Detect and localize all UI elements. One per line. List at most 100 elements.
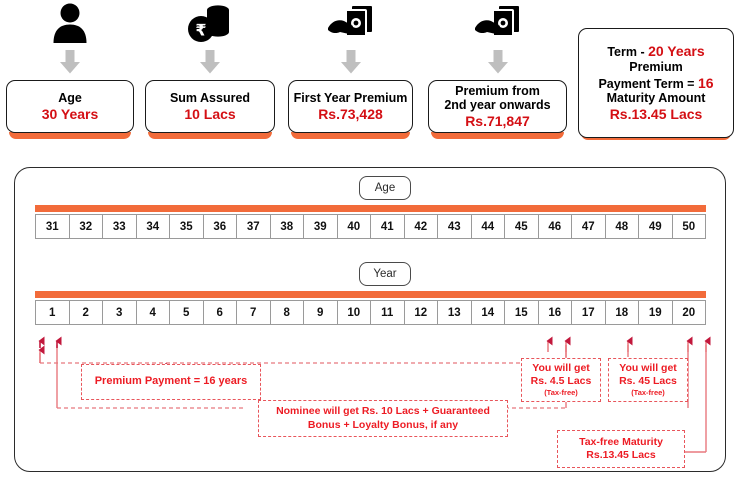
callout-premium-payment: Premium Payment = 16 years — [81, 364, 261, 400]
down-arrow-icon — [197, 49, 223, 75]
age-axis-bar — [35, 205, 706, 212]
card-accent-bar — [148, 132, 272, 139]
card-line-value: 10 Lacs — [184, 105, 236, 122]
age-cell: 42 — [405, 215, 438, 238]
year-cell: 18 — [606, 301, 639, 324]
age-cell: 37 — [237, 215, 271, 238]
card-line-value: Rs.71,847 — [465, 113, 530, 129]
callout-line: Premium Payment = 16 years — [94, 375, 248, 388]
year-cell: 20 — [682, 306, 696, 319]
callout-note: (Tax-free) — [544, 388, 578, 398]
age-cell: 41 — [371, 215, 405, 238]
age-cell: 34 — [137, 215, 170, 238]
year-cell: 4 — [137, 301, 170, 324]
callout-note: (Tax-free) — [631, 388, 665, 398]
year-axis-bar — [35, 291, 706, 298]
card-body-term-maturity: Term - 20 Years Premium Payment Term = 1… — [578, 28, 734, 138]
card-accent-bar — [431, 132, 564, 139]
card-accent-bar — [291, 132, 410, 139]
callout-line: You will get — [619, 362, 677, 375]
callout-line: Bonus + Loyalty Bonus, if any — [307, 418, 459, 431]
callout-line: Nominee will get Rs. 10 Lacs + Guarantee… — [276, 405, 490, 418]
card-line-term-label: Term - — [607, 45, 649, 60]
card-line-ppt-value: 16 — [697, 74, 714, 91]
year-cell: 10 — [338, 301, 371, 324]
hand-cash-icon — [326, 0, 376, 46]
year-cell: 5 — [170, 301, 204, 324]
age-cell: 35 — [170, 215, 204, 238]
year-cell: 12 — [405, 301, 438, 324]
year-cell: 17 — [572, 301, 606, 324]
year-cell: 15 — [505, 301, 539, 324]
age-cell: 46 — [539, 215, 572, 238]
card-line: Age — [58, 90, 82, 105]
card-line-term: Term - 20 Years — [607, 43, 704, 60]
callout-line: Rs. 4.5 Lacs — [530, 375, 592, 388]
card-line: First Year Premium — [293, 90, 408, 105]
age-cell: 31 — [36, 215, 70, 238]
card-body-first-year-premium: First Year Premium Rs.73,428 — [288, 80, 413, 133]
year-cell: 3 — [103, 301, 137, 324]
age-cell: 38 — [271, 215, 304, 238]
age-cell: 45 — [505, 215, 539, 238]
card-line: Sum Assured — [169, 90, 251, 105]
year-cell: 16 — [539, 301, 572, 324]
card-line-ppt-label: Payment Term = — [598, 76, 698, 91]
card-body-age: Age 30 Years — [6, 80, 134, 133]
age-cell: 39 — [304, 215, 338, 238]
card-body-premium-2nd-year: Premium from 2nd year onwards Rs.71,847 — [428, 80, 567, 133]
age-cell: 44 — [472, 215, 505, 238]
callout-line: You will get — [532, 362, 590, 375]
age-cell: 49 — [639, 215, 673, 238]
card-line-term-value: 20 Years — [648, 43, 705, 60]
age-cell: 33 — [103, 215, 137, 238]
card-line: Premium from — [455, 83, 540, 98]
svg-text:₹: ₹ — [195, 21, 206, 40]
person-icon — [50, 0, 90, 46]
card-accent-bar — [9, 132, 131, 139]
card-body-sum-assured: Sum Assured 10 Lacs — [145, 80, 275, 133]
summary-card-premium-2nd-year: Premium from 2nd year onwards Rs.71,847 — [428, 0, 567, 139]
age-cell: 36 — [204, 215, 237, 238]
year-cell: 2 — [70, 301, 103, 324]
age-cell: 50 — [682, 220, 696, 233]
age-cell: 48 — [606, 215, 639, 238]
age-axis-label-text: Age — [374, 182, 396, 194]
callout-line: Rs.13.45 Lacs — [586, 449, 656, 461]
card-line-value: 30 Years — [41, 105, 99, 122]
callout-nominee: Nominee will get Rs. 10 Lacs + Guarantee… — [258, 400, 508, 437]
age-cell: 40 — [338, 215, 371, 238]
age-cell: 43 — [438, 215, 472, 238]
callout-payout-year16: You will get Rs. 4.5 Lacs (Tax-free) — [521, 358, 601, 402]
card-line: Premium — [629, 59, 683, 74]
year-cell: 9 — [304, 301, 338, 324]
summary-card-row: Age 30 Years ₹ — [0, 0, 740, 152]
card-line: 2nd year onwards — [444, 98, 551, 113]
card-line-value: Rs.73,428 — [318, 105, 383, 122]
year-cell: 7 — [237, 301, 271, 324]
callout-line: Tax-free Maturity — [579, 435, 663, 448]
summary-card-first-year-premium: First Year Premium Rs.73,428 — [288, 0, 413, 139]
callout-line: Rs. 45 Lacs — [619, 375, 677, 388]
down-arrow-icon — [57, 49, 83, 75]
year-cell: 19 — [639, 301, 673, 324]
year-cell: 1 — [36, 301, 70, 324]
callout-maturity: Tax-free Maturity Rs.13.45 Lacs — [557, 430, 685, 468]
year-cell: 13 — [438, 301, 472, 324]
summary-card-term-maturity: Term - 20 Years Premium Payment Term = 1… — [578, 0, 734, 140]
year-axis-label: Year — [359, 262, 411, 286]
hand-cash-icon — [473, 0, 523, 46]
summary-card-sum-assured: ₹ Sum Assured 10 Lacs — [145, 0, 275, 139]
card-line: Maturity Amount — [606, 91, 706, 106]
age-cell: 47 — [572, 215, 606, 238]
down-arrow-icon — [485, 49, 511, 75]
year-cell: 11 — [371, 301, 405, 324]
card-line-ppt: Payment Term = 16 — [598, 75, 713, 92]
year-axis-label-text: Year — [373, 268, 397, 280]
year-cell: 6 — [204, 301, 237, 324]
age-cell: 32 — [70, 215, 103, 238]
rupee-coins-icon: ₹ — [187, 0, 233, 46]
